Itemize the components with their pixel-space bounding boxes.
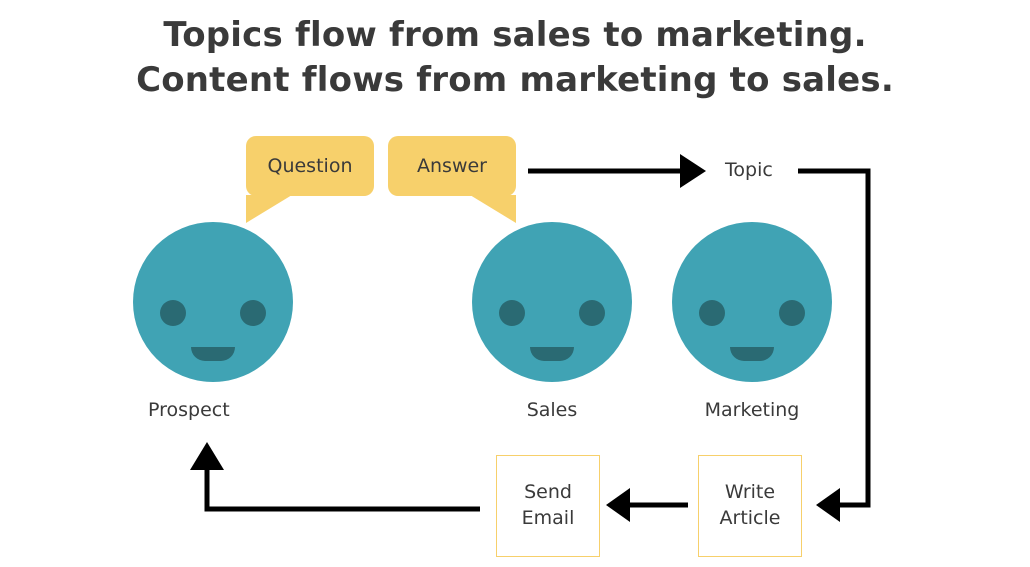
left-eye: [160, 300, 186, 326]
left-eye: [699, 300, 725, 326]
write-article-line2: Article: [719, 507, 781, 529]
answer-to-topic-arrowhead: [680, 154, 706, 188]
send-email-to-prospect-arrow-line: [204, 466, 480, 512]
prospect-face: [133, 222, 293, 382]
right-eye: [240, 300, 266, 326]
mouth: [530, 347, 574, 361]
send-email-line2: Email: [521, 507, 575, 529]
send-email-to-prospect-arrowhead: [190, 442, 224, 470]
answer-bubble-label: Answer: [417, 155, 487, 177]
title-line-2: Content flows from marketing to sales.: [136, 60, 894, 100]
send-email-line1: Send: [524, 481, 572, 504]
write-article-to-send-email-arrowhead: [606, 488, 630, 522]
topic-to-write-article-arrowhead: [816, 488, 840, 522]
write-article-box: Write Article: [698, 455, 802, 557]
sales-face: [472, 222, 632, 382]
question-bubble-label: Question: [267, 155, 353, 177]
right-eye: [779, 300, 805, 326]
topic-label: Topic: [725, 159, 773, 181]
marketing-label: Marketing: [704, 399, 800, 421]
topic-to-write-article-arrow-line: [798, 168, 871, 508]
answer-bubble: Answer: [388, 136, 516, 196]
question-bubble-tail: [246, 195, 292, 223]
marketing-face: [672, 222, 832, 382]
question-bubble: Question: [246, 136, 374, 196]
send-email-box: Send Email: [496, 455, 600, 557]
left-eye: [499, 300, 525, 326]
right-eye: [579, 300, 605, 326]
mouth: [730, 347, 774, 361]
write-article-line1: Write: [724, 481, 776, 504]
prospect-label: Prospect: [148, 399, 230, 421]
mouth: [191, 347, 235, 361]
title-line-1: Topics flow from sales to marketing.: [163, 15, 867, 55]
answer-bubble-tail: [470, 195, 516, 223]
sales-label: Sales: [526, 399, 578, 421]
